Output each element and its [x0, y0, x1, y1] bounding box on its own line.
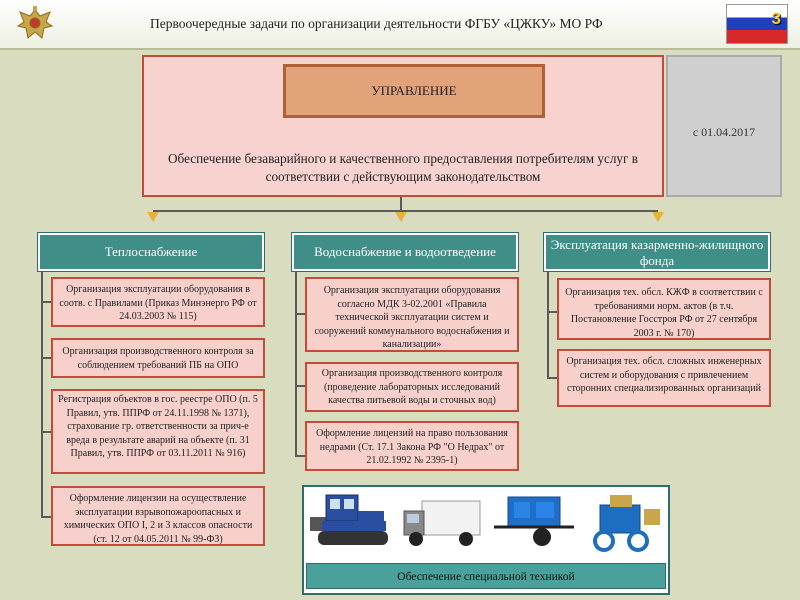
equipment-label: Обеспечение специальной техникой — [306, 563, 666, 589]
column-heading: Теплоснабжение — [37, 232, 265, 272]
list-item: Оформление лицензии на осуществление экс… — [51, 486, 265, 546]
connector-line — [295, 313, 305, 315]
connector-line — [41, 431, 51, 433]
list-item: Организация тех. обсл. КЖФ в соответстви… — [557, 278, 771, 340]
column-heading: Водоснабжение и водоотведение — [291, 232, 519, 272]
list-item: Регистрация объектов в гос. реестре ОПО … — [51, 389, 265, 474]
arrow-down-icon — [652, 212, 664, 222]
list-item: Организация тех. обсл. сложных инженерны… — [557, 349, 771, 407]
slide-header — [0, 0, 800, 50]
list-item: Организация производственного контроля з… — [51, 338, 265, 378]
management-date: с 01.04.2017 — [692, 125, 756, 139]
slide-number: 3 — [771, 9, 781, 28]
arrow-down-icon — [395, 212, 407, 222]
column-heading: Эксплуатация казарменно-жилищного фонда — [543, 232, 771, 272]
list-item: Организация эксплуатации оборудования в … — [51, 277, 265, 327]
connector-line — [41, 357, 51, 359]
list-item: Организация производственного контроля (… — [305, 362, 519, 412]
connector-line — [295, 271, 297, 457]
connector-line — [547, 311, 557, 313]
management-title: УПРАВЛЕНИЕ — [283, 64, 545, 118]
connector-line — [41, 301, 51, 303]
connector-line — [41, 516, 51, 518]
connector-line — [400, 197, 402, 211]
connector-line — [547, 271, 549, 379]
list-item: Организация эксплуатации оборудования со… — [305, 277, 519, 352]
list-item: Оформление лицензий на право пользования… — [305, 421, 519, 471]
trailer-icon — [494, 496, 574, 546]
connector-line — [41, 271, 43, 518]
connector-line — [295, 455, 305, 457]
connector-line — [295, 385, 305, 387]
flag-icon: 3 — [726, 4, 788, 44]
management-text: Обеспечение безаварийного и качественног… — [168, 151, 638, 184]
arrow-down-icon — [147, 212, 159, 222]
connector-line — [547, 377, 557, 379]
pump-unit-icon — [593, 495, 660, 552]
emblem-icon — [12, 4, 58, 46]
service-van-icon — [403, 500, 481, 546]
tractor-icon — [310, 494, 388, 545]
page-title: Первоочередные задачи по организации дея… — [150, 16, 603, 31]
connector-line — [153, 210, 658, 212]
date-box — [666, 55, 782, 197]
